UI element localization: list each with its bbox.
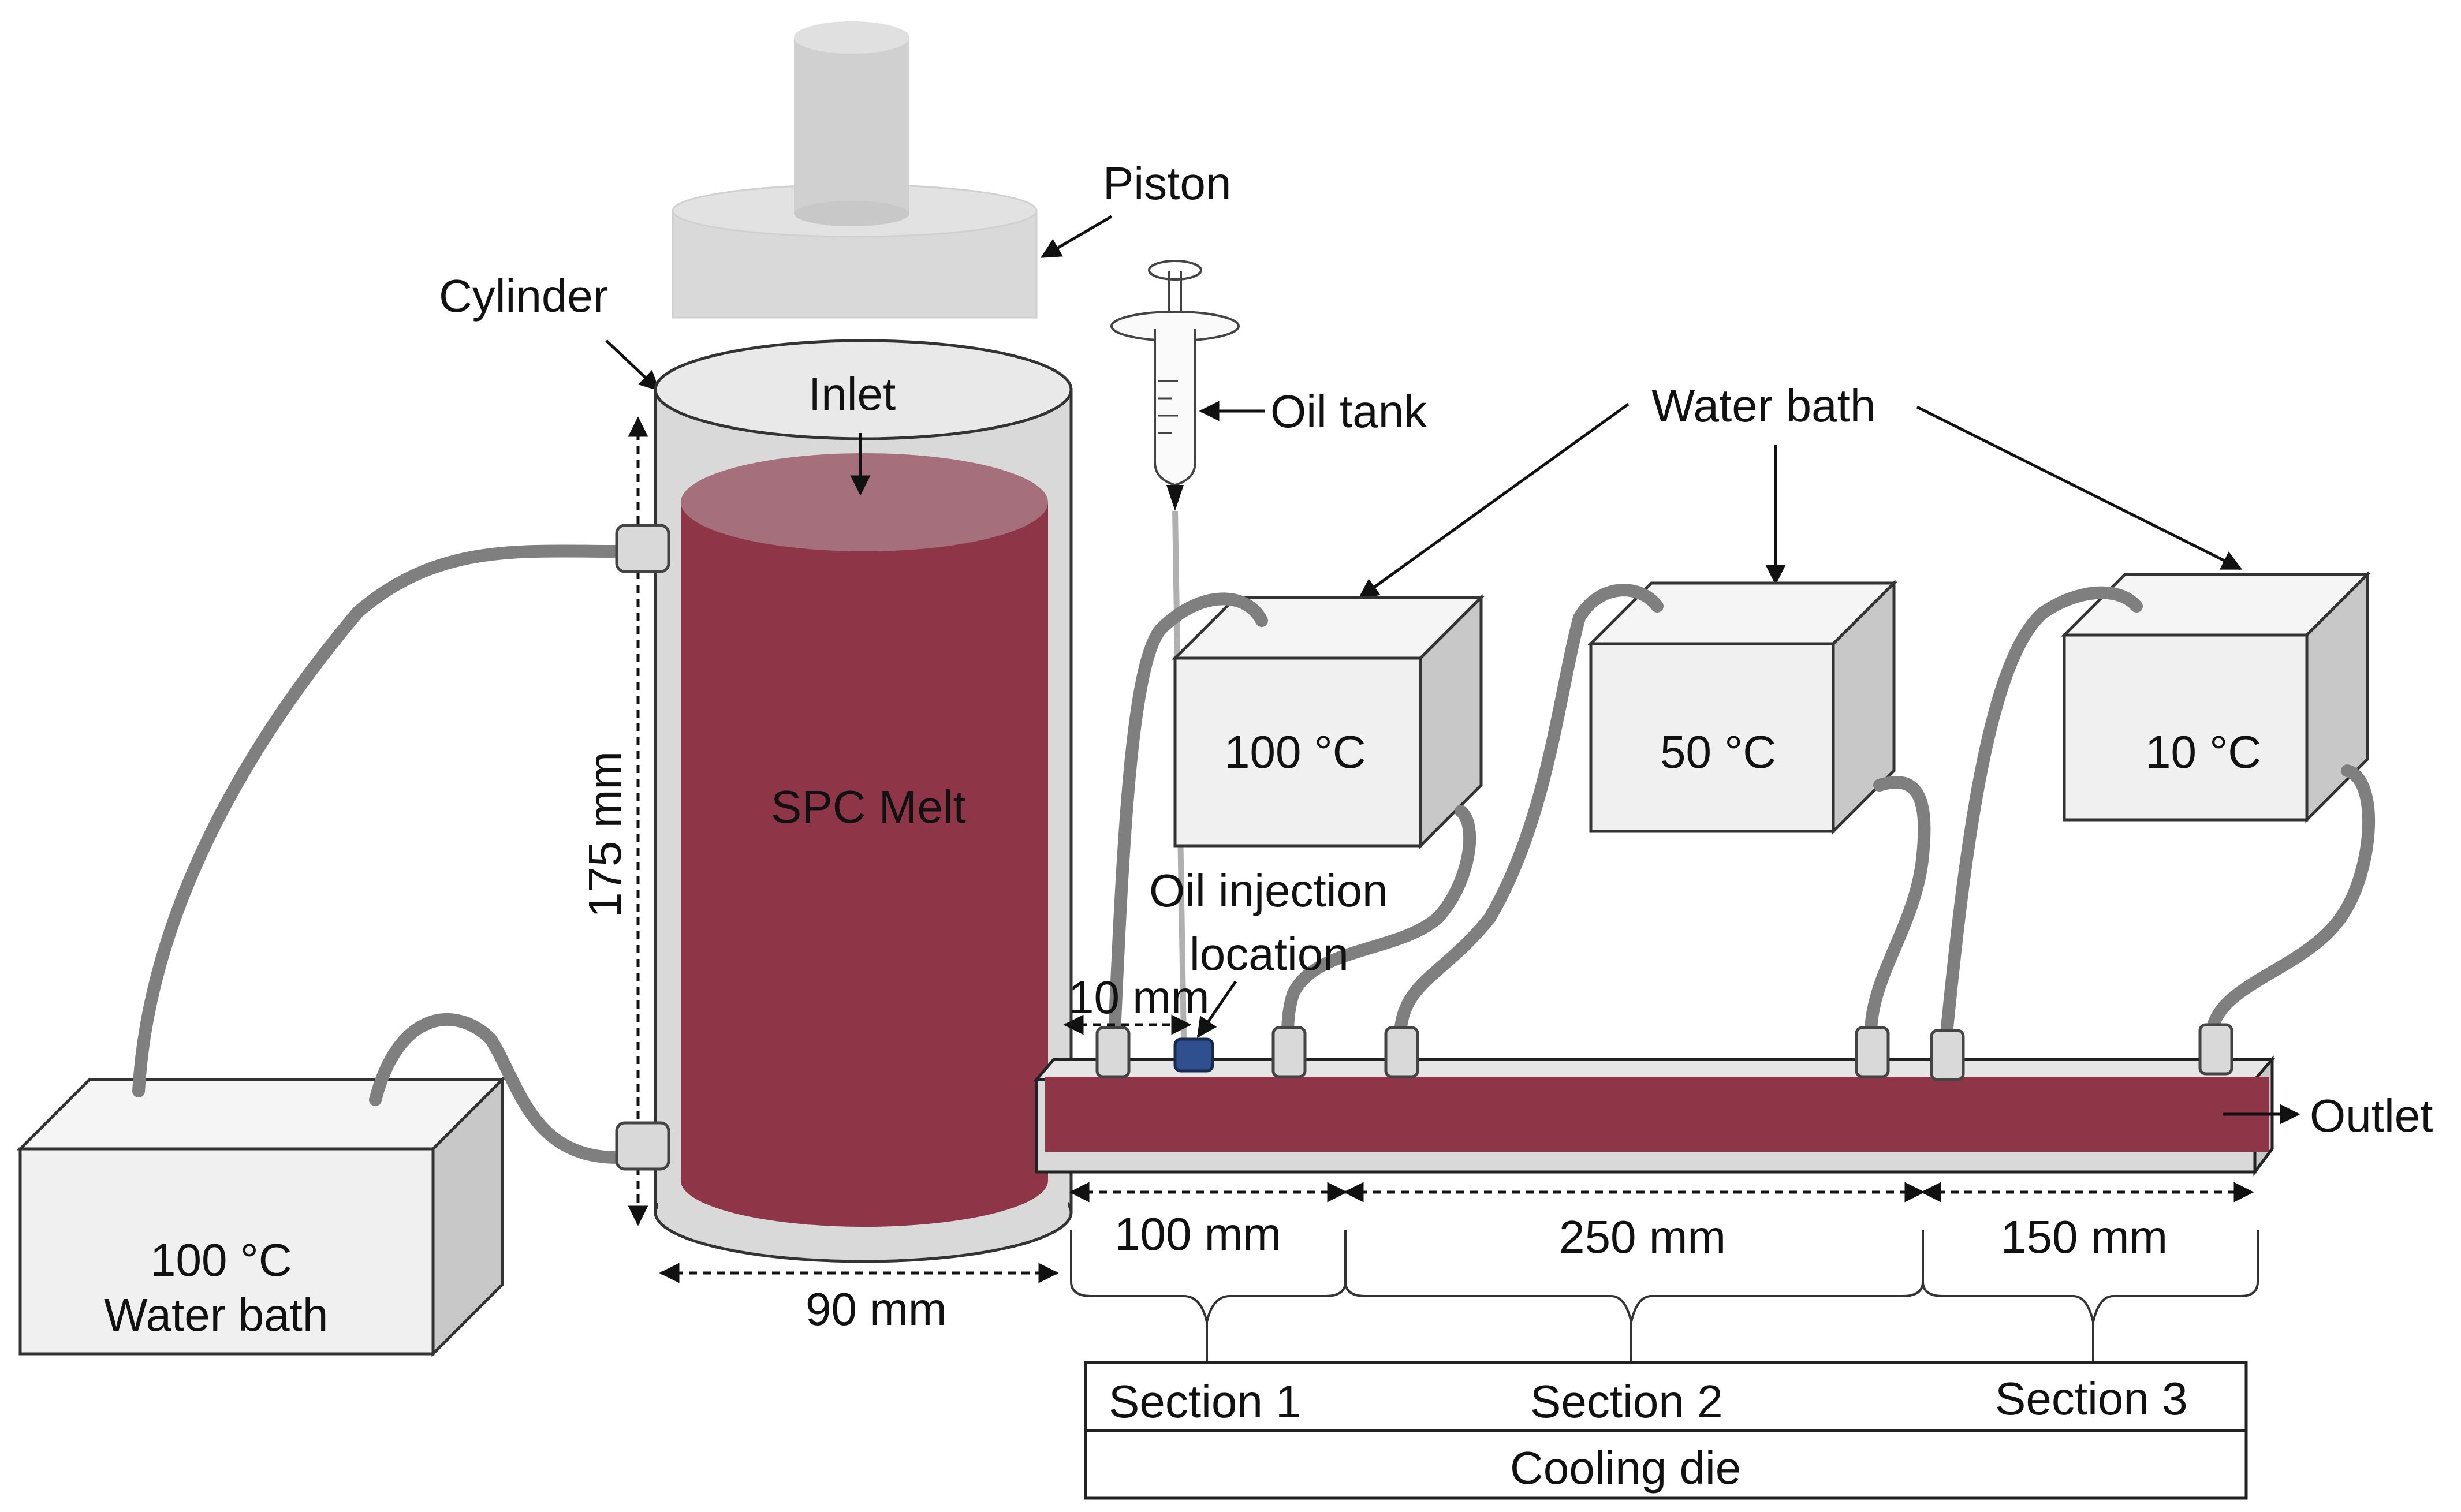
melt-label: SPC Melt — [771, 781, 966, 832]
die-port-2 — [1271, 1026, 1307, 1078]
die-port-5 — [1930, 1029, 1965, 1081]
section2-brace — [1344, 1230, 1924, 1323]
water-bath-2 — [1587, 579, 1898, 835]
die-port-6 — [2198, 1023, 2233, 1076]
oil-injection-label-line2: location — [1190, 928, 1349, 980]
oil-tank-label: Oil tank — [1270, 386, 1427, 437]
bath1-supply-hose — [1108, 592, 1268, 1040]
main-bath-supply-hose — [132, 544, 627, 1097]
water-bath-label: Water bath — [1651, 380, 1875, 431]
die-port-1 — [1095, 1026, 1131, 1078]
section3-label: Section 3 — [1995, 1373, 2188, 1424]
diameter-label: 90 mm — [806, 1283, 947, 1335]
bath2-temp: 50 °C — [1660, 726, 1776, 778]
bath2-return-hose — [1865, 776, 1931, 1040]
cooling-die — [1033, 1055, 2276, 1177]
cylinder-port-upper — [615, 524, 670, 573]
bath2-supply-hose — [1394, 584, 1664, 1040]
oil-injection-port — [1173, 1037, 1214, 1073]
bath1-return-hose — [1281, 805, 1476, 1040]
section-table — [1084, 1361, 2248, 1500]
bath3-supply-hose — [1940, 586, 2143, 1046]
bath3-temp: 10 °C — [2145, 726, 2261, 778]
water-bath-3 — [2060, 570, 2371, 824]
section2-length: 250 mm — [1559, 1211, 1726, 1263]
piston — [672, 21, 1038, 319]
piston-label: Piston — [1103, 158, 1231, 209]
water-bath-arrow-1 — [1358, 402, 1630, 599]
outlet-label: Outlet — [2310, 1090, 2433, 1141]
cylinder-arrow — [605, 339, 660, 391]
section1-label: Section 1 — [1109, 1376, 1302, 1427]
section3-length: 150 mm — [2001, 1211, 2168, 1263]
main-bath-temp: 100 °C — [150, 1234, 292, 1286]
bath1-temp: 100 °C — [1224, 726, 1366, 778]
spc-melt — [681, 453, 1048, 1227]
main-bath-return-hose — [369, 1013, 624, 1164]
water-bath-1 — [1171, 593, 1485, 850]
inlet-label: Inlet — [808, 368, 896, 420]
cylinder-label: Cylinder — [439, 270, 608, 322]
main-bath-label: Water bath — [104, 1289, 328, 1341]
oil-injection-label-line1: Oil injection — [1149, 865, 1388, 916]
die-port-3 — [1384, 1026, 1419, 1078]
die-port-4 — [1855, 1026, 1890, 1078]
section2-label: Section 2 — [1530, 1376, 1723, 1427]
oil-injection-arrow — [1196, 980, 1237, 1038]
water-bath-arrow-3 — [1916, 405, 2243, 570]
cylinder-port-lower — [615, 1121, 670, 1171]
bath3-return-hose — [2205, 764, 2376, 1040]
section1-length: 100 mm — [1114, 1208, 1281, 1260]
injection-offset-label: 10 mm — [1068, 972, 1210, 1023]
height-label: 175 mm — [579, 751, 631, 918]
section3-brace — [1922, 1230, 2259, 1323]
piston-arrow — [1040, 215, 1113, 259]
cooling-die-label: Cooling die — [1510, 1442, 1741, 1494]
